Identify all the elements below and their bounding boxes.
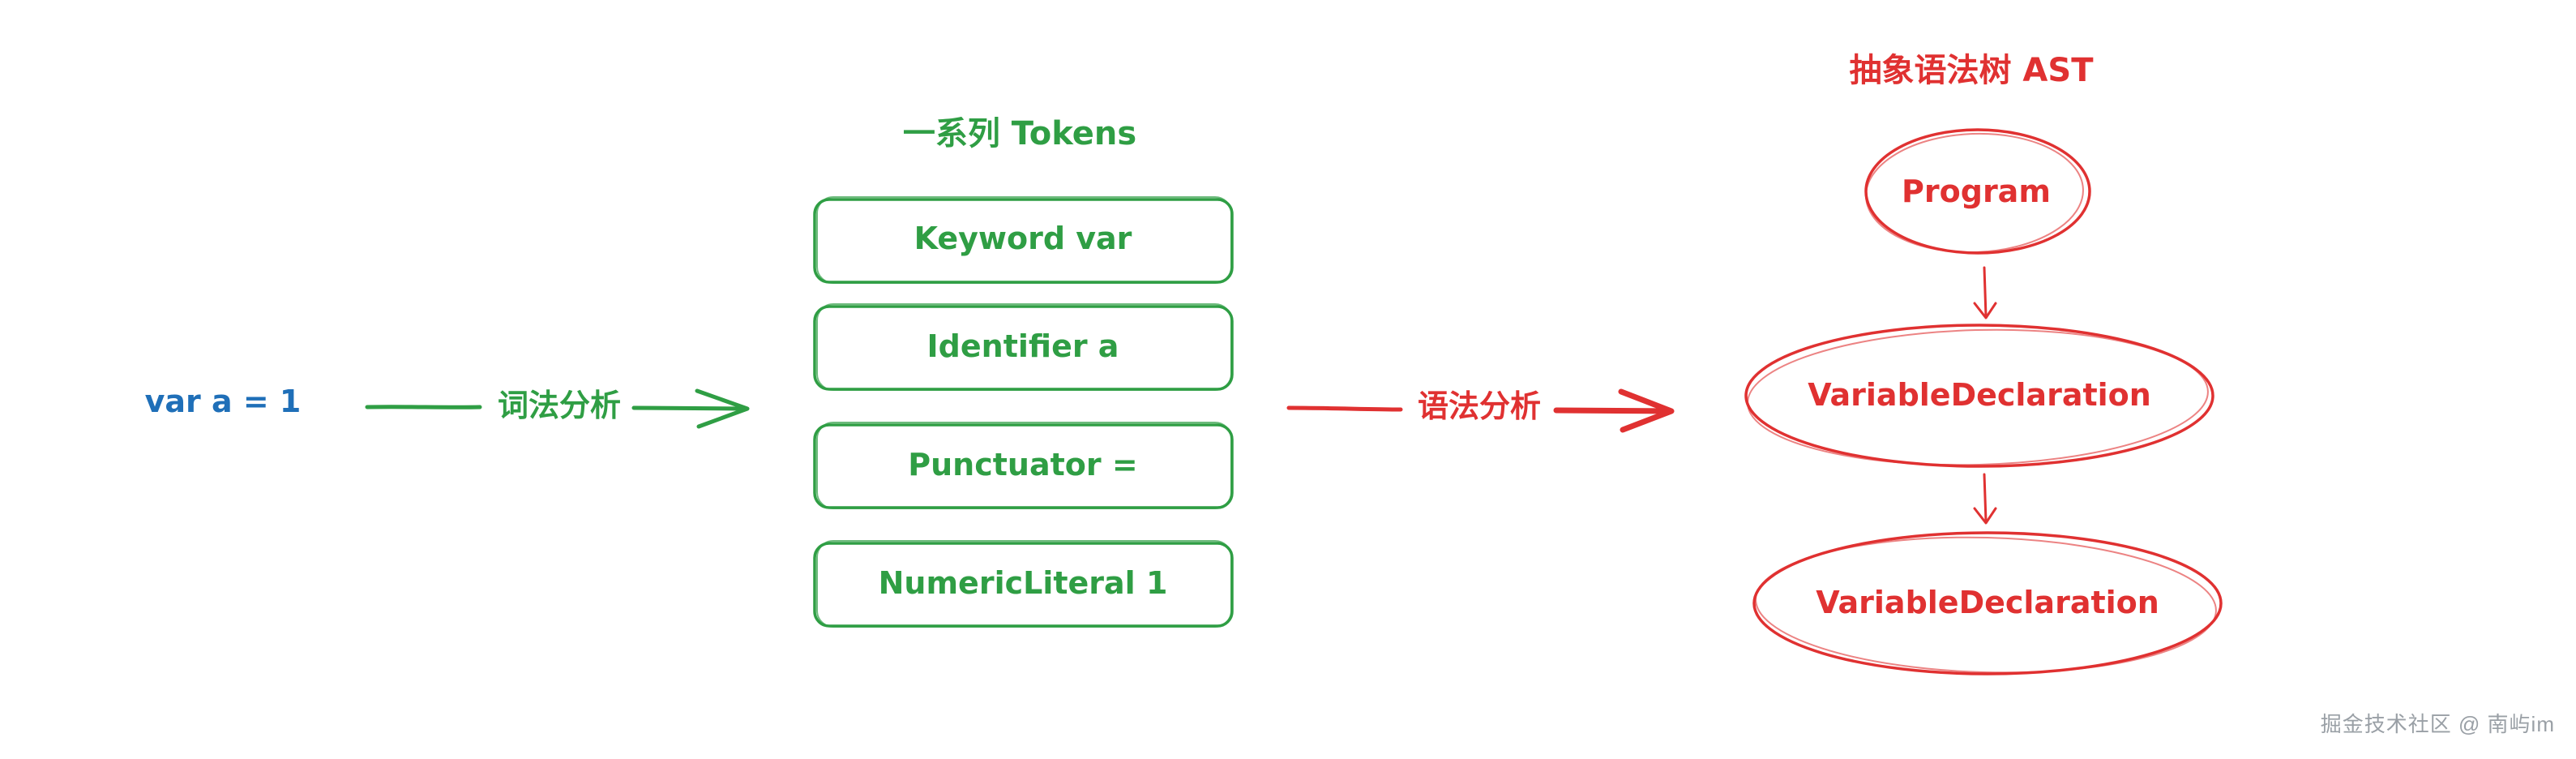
ast-node-label-program: Program bbox=[1902, 174, 2051, 209]
token-label-identifier: Identifier a bbox=[927, 328, 1119, 364]
token-box-numeric-literal: NumericLiteral 1 bbox=[813, 540, 1234, 628]
token-box-punctuator: Punctuator = bbox=[813, 422, 1234, 509]
token-box-identifier: Identifier a bbox=[813, 303, 1234, 391]
ast-title: 抽象语法树 AST bbox=[1850, 52, 2095, 89]
ast-edge-declaration-to-declarator bbox=[1973, 473, 1997, 525]
token-label-keyword: Keyword var bbox=[914, 221, 1132, 256]
syntax-analysis-arrow bbox=[1286, 388, 1675, 433]
token-label-punctuator: Punctuator = bbox=[908, 447, 1137, 482]
ast-node-label-variable-declaration-2: VariableDeclaration bbox=[1816, 585, 2159, 620]
syntax-analysis-label: 语法分析 bbox=[1418, 388, 1541, 424]
ast-edge-program-to-declaration bbox=[1973, 266, 1997, 319]
ast-node-variable-declaration: VariableDeclaration bbox=[1744, 324, 2214, 468]
ast-node-variable-declaration-child: VariableDeclaration bbox=[1752, 531, 2223, 675]
token-label-numeric-literal: NumericLiteral 1 bbox=[879, 565, 1168, 601]
watermark-text: 掘金技术社区 @ 南屿im bbox=[2320, 712, 2555, 736]
token-box-keyword: Keyword var bbox=[813, 196, 1234, 284]
ast-node-label-variable-declaration-1: VariableDeclaration bbox=[1808, 377, 2151, 413]
source-code-text: var a = 1 bbox=[145, 384, 302, 419]
tokens-title: 一系列 Tokens bbox=[903, 115, 1136, 152]
lexical-analysis-arrow bbox=[365, 388, 750, 429]
ast-node-program: Program bbox=[1864, 128, 2091, 255]
lexical-analysis-label: 词法分析 bbox=[498, 388, 621, 423]
